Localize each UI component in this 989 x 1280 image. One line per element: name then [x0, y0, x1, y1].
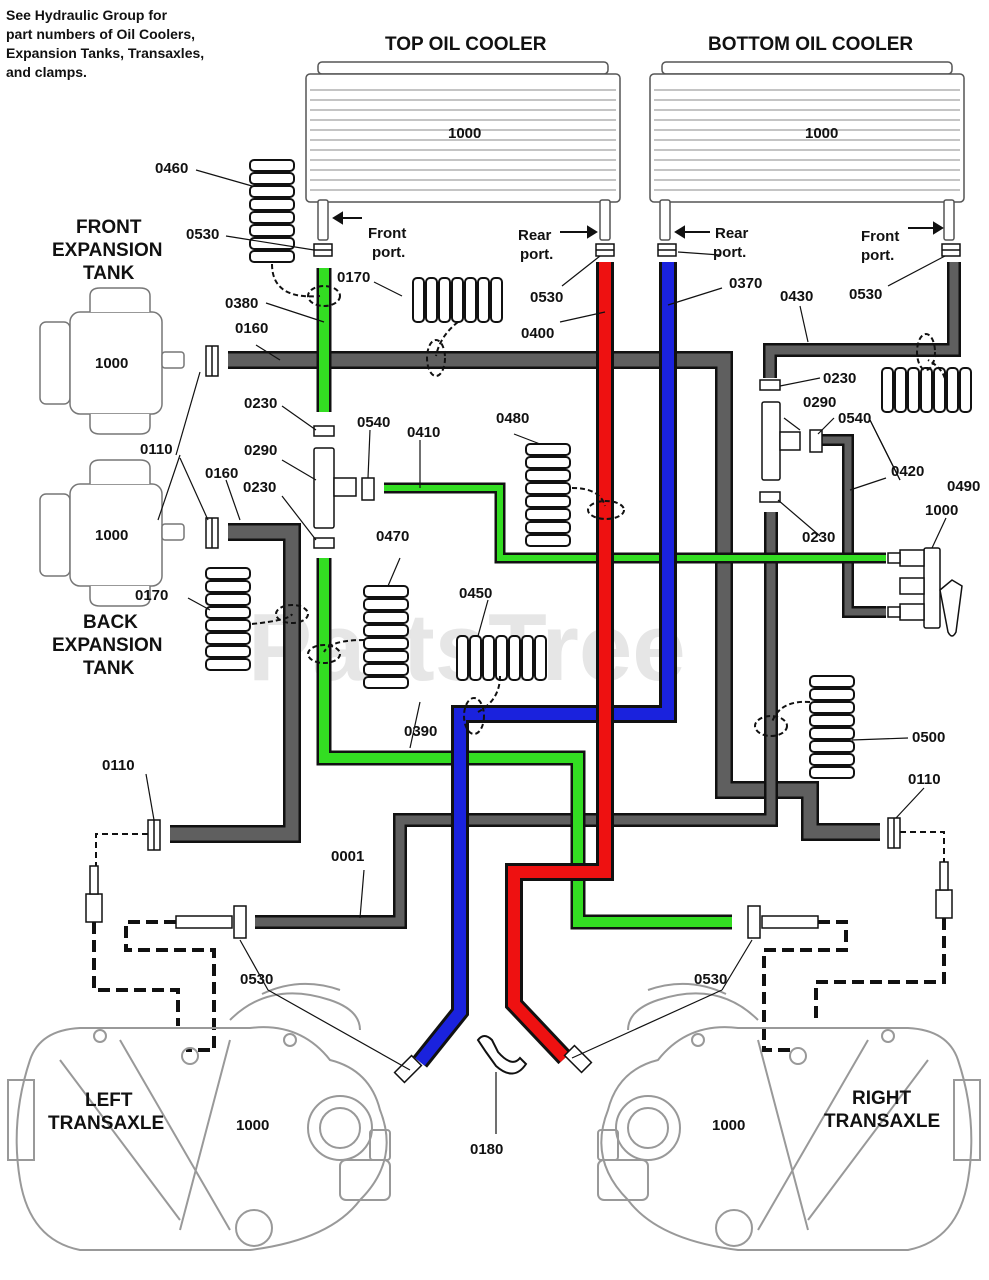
part-label-0110-right: 0110 — [908, 771, 941, 788]
right-transaxle-part-label: 1000 — [712, 1117, 745, 1134]
top-oil-cooler — [305, 61, 621, 241]
bottom-front-port-line1: Front — [861, 228, 899, 245]
part-label-0480: 0480 — [496, 410, 529, 427]
note-line: See Hydraulic Group for — [6, 7, 168, 23]
top-oil-cooler-title: TOP OIL COOLER — [385, 34, 547, 55]
back-tank-title-line1: BACK — [83, 612, 138, 633]
sleeve-dashed-leaders — [251, 263, 947, 737]
front-tank-title-line3: TANK — [83, 263, 135, 284]
part-label-0530-top-rear: 0530 — [530, 289, 563, 306]
clip-0180 — [476, 1035, 528, 1075]
part-label-0370: 0370 — [729, 275, 762, 292]
bottom-front-port-line2: port. — [861, 247, 894, 264]
bottom-rear-port-line1: Rear — [715, 225, 749, 242]
part-label-0380: 0380 — [225, 295, 258, 312]
part-label-0160-back: 0160 — [205, 465, 238, 482]
part-label-0420: 0420 — [891, 463, 924, 480]
part-label-0230-right-bottom: 0230 — [802, 529, 835, 546]
front-tank-part-label: 1000 — [95, 355, 128, 372]
part-label-0390: 0390 — [404, 723, 437, 740]
part-label-0530-bottom-front: 0530 — [849, 286, 882, 303]
sleeve-0170-top — [412, 277, 503, 323]
left-transaxle — [7, 982, 391, 1251]
transaxle-return-lines — [92, 918, 946, 1052]
part-label-0530-left-transaxle: 0530 — [240, 971, 273, 988]
sleeve-0470 — [363, 585, 409, 689]
left-transaxle-title-line2: TRANSAXLE — [48, 1113, 164, 1134]
top-rear-port-line2: port. — [520, 246, 553, 263]
part-label-1000-valve: 1000 — [925, 502, 958, 519]
bottom-rear-port-line2: port. — [713, 244, 746, 261]
front-expansion-tank — [39, 287, 185, 435]
part-label-0230-right-top: 0230 — [823, 370, 856, 387]
part-label-0170-top: 0170 — [337, 269, 370, 286]
part-label-0230-left-bottom: 0230 — [243, 479, 276, 496]
part-label-0540-left: 0540 — [357, 414, 390, 431]
part-label-0460: 0460 — [155, 160, 188, 177]
back-tank-part-label: 1000 — [95, 527, 128, 544]
hose-0410 — [384, 482, 886, 564]
part-label-0290-left: 0290 — [244, 442, 277, 459]
left-transaxle-part-label: 1000 — [236, 1117, 269, 1134]
note-line: and clamps. — [6, 64, 87, 80]
bottom-cooler-part-label: 1000 — [805, 125, 838, 142]
front-tank-title-line2: EXPANSION — [52, 240, 163, 261]
part-label-0470: 0470 — [376, 528, 409, 545]
part-label-0110-left: 0110 — [102, 757, 135, 774]
part-label-0530-right-transaxle: 0530 — [694, 971, 727, 988]
right-transaxle-title-line1: RIGHT — [852, 1088, 912, 1109]
back-tank-title-line3: TANK — [83, 658, 135, 679]
sleeve-0460 — [249, 159, 295, 263]
green-hoses — [316, 268, 886, 930]
part-label-0230-left-top: 0230 — [244, 395, 277, 412]
port-arrows — [332, 211, 944, 239]
part-label-0290-right: 0290 — [803, 394, 836, 411]
fittings — [85, 243, 963, 1084]
right-transaxle-title-line2: TRANSAXLE — [824, 1111, 940, 1132]
blue-hose-0370 — [412, 262, 677, 1068]
part-label-0001: 0001 — [331, 848, 364, 865]
top-cooler-part-label: 1000 — [448, 125, 481, 142]
part-label-0500: 0500 — [912, 729, 945, 746]
note-line: Expansion Tanks, Transaxles, — [6, 45, 205, 61]
top-rear-port-line1: Rear — [518, 227, 552, 244]
part-label-0410: 0410 — [407, 424, 440, 441]
top-front-port-line1: Front — [368, 225, 406, 242]
part-label-0170-back: 0170 — [135, 587, 168, 604]
sleeve-0500 — [809, 675, 855, 779]
red-hose-0400 — [505, 262, 614, 1065]
part-label-0530-top-left: 0530 — [186, 226, 219, 243]
bottom-oil-cooler — [649, 61, 965, 241]
part-label-0110-upper: 0110 — [140, 441, 173, 458]
hydraulic-group-note: See Hydraulic Group for part numbers of … — [6, 6, 246, 82]
left-transaxle-title-line1: LEFT — [85, 1090, 133, 1111]
part-label-0490: 0490 — [947, 478, 980, 495]
bottom-oil-cooler-title: BOTTOM OIL COOLER — [708, 34, 913, 55]
note-line: part numbers of Oil Coolers, — [6, 26, 196, 42]
back-tank-title-line2: EXPANSION — [52, 635, 163, 656]
hose-0430 — [763, 262, 961, 378]
leader-lines — [145, 169, 947, 1134]
top-front-port-line2: port. — [372, 244, 405, 261]
front-tank-title-line1: FRONT — [76, 217, 142, 238]
back-expansion-tank — [39, 459, 185, 607]
right-transaxle — [597, 982, 981, 1251]
part-label-0400: 0400 — [521, 325, 554, 342]
part-label-0540-right: 0540 — [838, 410, 871, 427]
hose-0420 — [822, 434, 886, 618]
sleeve-0480 — [525, 443, 571, 547]
dashed-connections — [95, 831, 945, 866]
gray-hoses — [170, 262, 961, 929]
part-label-0160-top: 0160 — [235, 320, 268, 337]
sleeve-0490 — [881, 367, 972, 413]
sleeve-0450 — [456, 635, 547, 681]
part-label-0180: 0180 — [470, 1141, 503, 1158]
sleeve-0170-back — [205, 567, 251, 671]
part-label-0430: 0430 — [780, 288, 813, 305]
part-label-0450: 0450 — [459, 585, 492, 602]
